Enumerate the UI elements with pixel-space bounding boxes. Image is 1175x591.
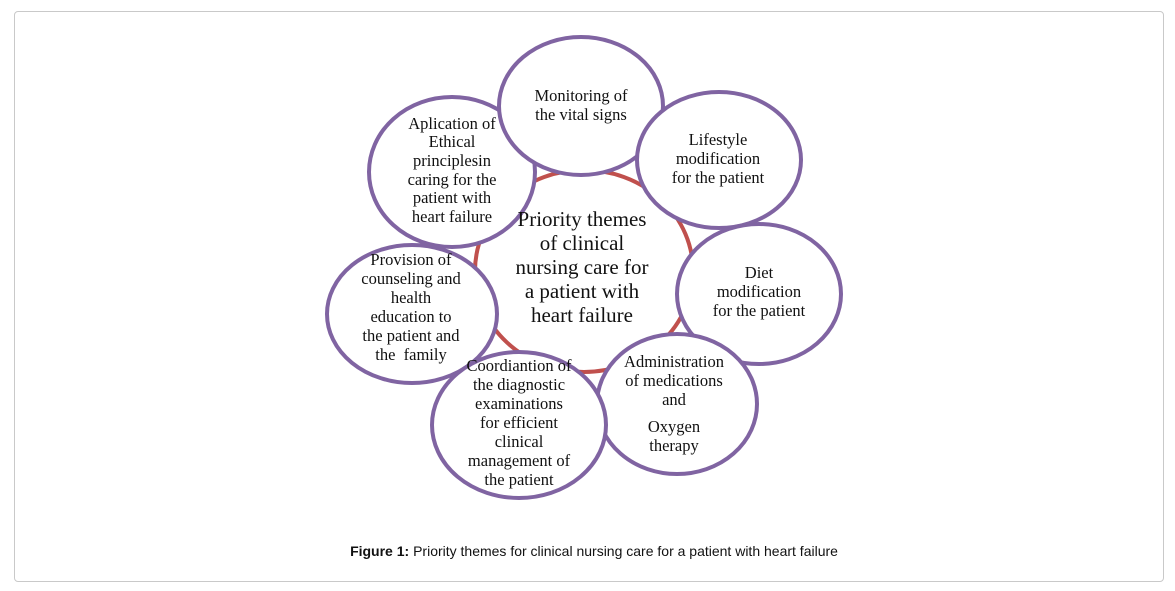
theme-label-ethics: principlesin — [413, 151, 491, 170]
theme-label-provision: counseling and — [361, 269, 461, 288]
theme-circle-diet — [675, 222, 843, 366]
theme-circle-coordination — [430, 350, 608, 500]
caption-label: Figure 1: — [350, 543, 410, 559]
theme-label-provision: health — [391, 288, 432, 307]
theme-label-lifestyle: Lifestyle — [689, 130, 748, 149]
theme-label-administration: therapy — [649, 436, 699, 455]
theme-label-provision: the patient and — [362, 326, 460, 345]
theme-label-coordination: the diagnostic — [473, 375, 565, 394]
theme-label-lifestyle: for the patient — [672, 168, 765, 187]
theme-label-coordination: for efficient — [480, 413, 558, 432]
theme-label-ethics: Ethical — [429, 132, 476, 151]
theme-label-coordination: examinations — [475, 394, 563, 413]
theme-label-lifestyle: modification — [676, 149, 760, 168]
center-title-line: nursing care for — [516, 255, 649, 279]
theme-label-coordination: the patient — [484, 470, 554, 489]
theme-label-administration: and — [662, 390, 687, 409]
theme-label-ethics: caring for the — [408, 170, 497, 189]
caption-text: Priority themes for clinical nursing car… — [409, 543, 838, 559]
theme-circle-monitoring — [497, 35, 665, 177]
theme-circle-lifestyle — [635, 90, 803, 230]
figure-frame — [14, 11, 1164, 582]
theme-label-diet: for the patient — [713, 301, 806, 320]
theme-label-provision: education to — [370, 307, 451, 326]
theme-label-administration: Oxygen — [648, 417, 700, 436]
theme-label-administration: Administration — [624, 352, 724, 371]
figure-caption: Figure 1: Priority themes for clinical n… — [0, 543, 1175, 559]
theme-label-coordination: Coordiantion of — [467, 356, 572, 375]
theme-circle-provision — [325, 243, 499, 385]
theme-label-coordination: clinical — [495, 432, 544, 451]
theme-label-monitoring: Monitoring of — [534, 86, 628, 105]
theme-label-ethics: patient with — [413, 188, 492, 207]
theme-label-provision: Provision of — [370, 250, 452, 269]
center-title-line: heart failure — [531, 303, 633, 327]
center-title-line: of clinical — [540, 231, 625, 255]
theme-label-administration: of medications — [625, 371, 723, 390]
center-title-line: Priority themes — [518, 207, 647, 231]
theme-label-monitoring: the vital signs — [535, 105, 627, 124]
theme-circle-ethics — [367, 95, 537, 249]
center-title-line: a patient with — [525, 279, 640, 303]
theme-label-provision: the family — [375, 345, 447, 364]
theme-label-diet: Diet — [745, 263, 774, 282]
theme-label-ethics: Aplication of — [408, 114, 496, 133]
theme-label-ethics: heart failure — [412, 207, 492, 226]
theme-label-diet: modification — [717, 282, 801, 301]
theme-label-coordination: management of — [468, 451, 571, 470]
